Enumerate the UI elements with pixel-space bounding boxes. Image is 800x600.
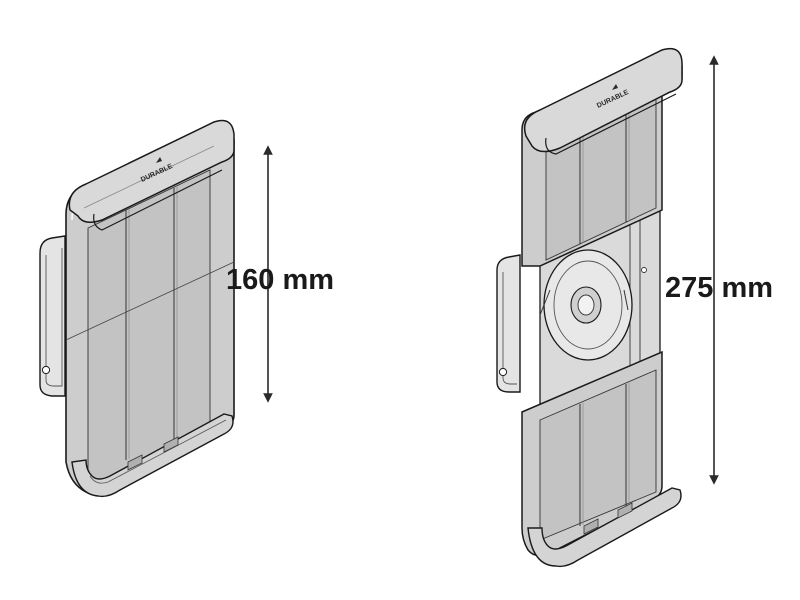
- dimension-label-left: 160 mm: [226, 264, 334, 296]
- holder-body: [65, 126, 235, 496]
- brand-mark-icon-right: [612, 84, 618, 90]
- screw-hole: [41, 365, 51, 375]
- sliding-mechanism: [539, 209, 661, 413]
- dimension-label-right: 275 mm: [665, 272, 773, 304]
- screw-hole-right: [498, 367, 508, 377]
- brand-mark-icon: [156, 157, 162, 163]
- top-clamp: DURABLE: [68, 119, 235, 231]
- wall-bracket-right: [496, 254, 521, 393]
- lower-section: [521, 350, 682, 568]
- holder-extended: DURABLE: [496, 47, 683, 568]
- wall-bracket: [39, 235, 66, 397]
- rotary-disc: [539, 249, 633, 361]
- holder-closed: DURABLE: [39, 119, 235, 498]
- upper-section: DURABLE: [521, 47, 683, 267]
- bottom-lip: [71, 413, 234, 498]
